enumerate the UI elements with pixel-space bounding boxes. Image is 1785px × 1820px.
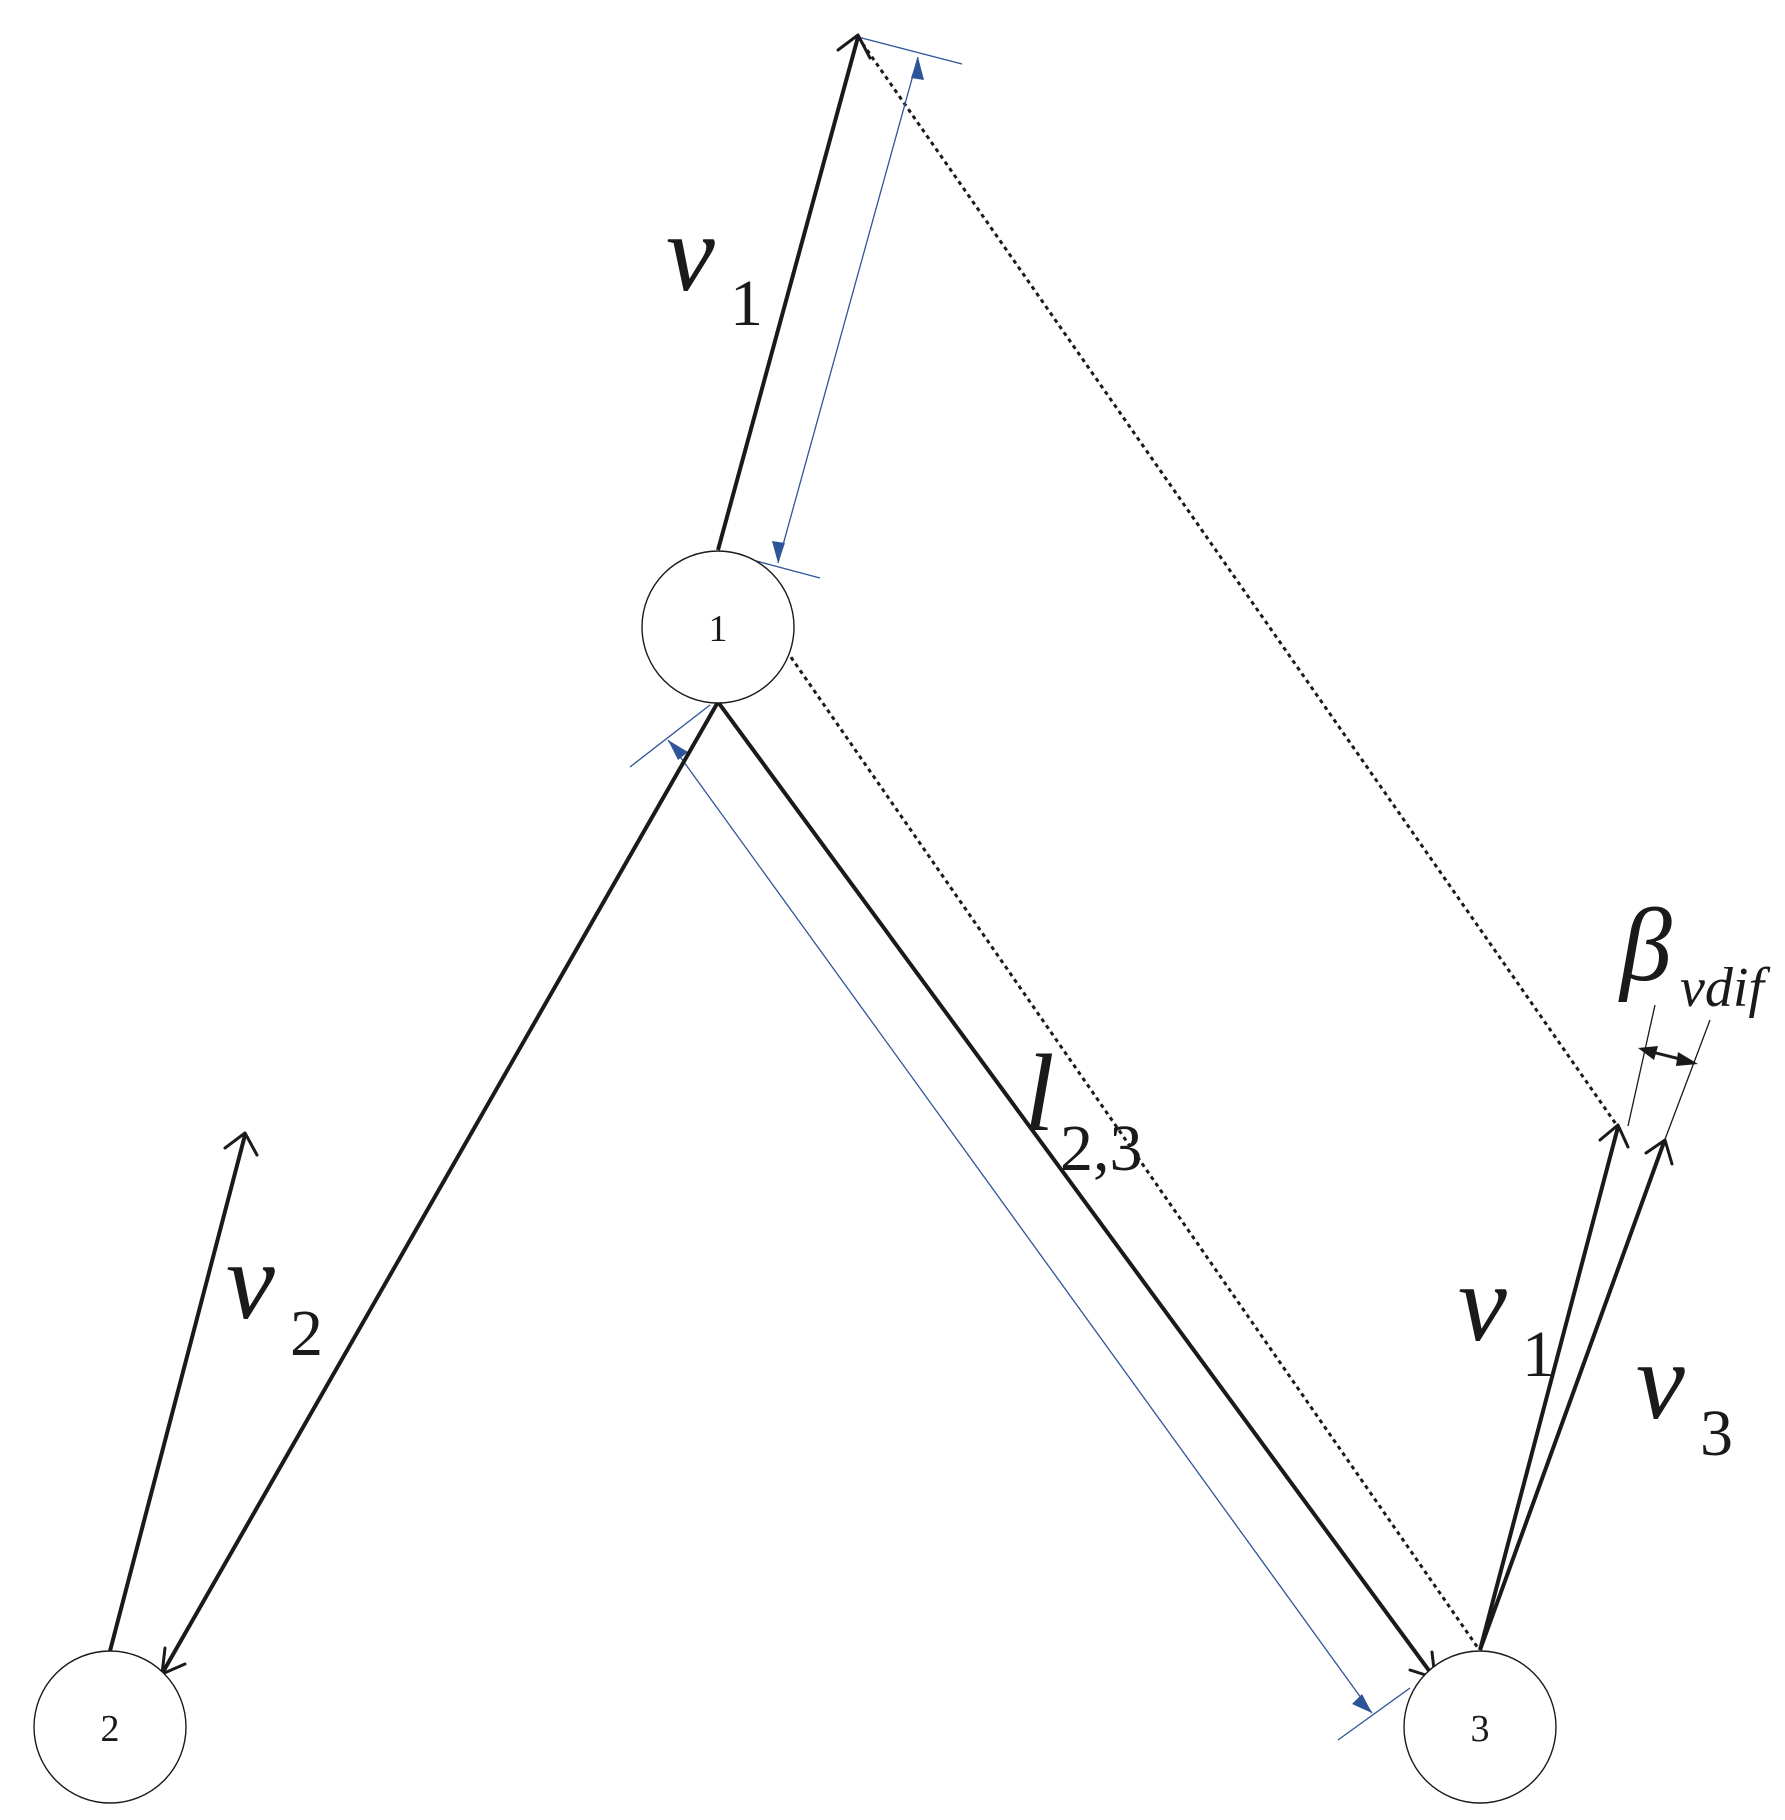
node-3-label: 3 [1471, 1708, 1490, 1750]
svg-text:v: v [226, 1220, 275, 1342]
vector-v1-top [716, 33, 872, 551]
vector-v2 [108, 1131, 259, 1652]
beta-angle-arrow [1638, 1046, 1698, 1066]
node-1-label: 1 [709, 608, 728, 650]
dimension-l23-length [629, 704, 1411, 1741]
vector-v3 [1478, 1138, 1674, 1651]
svg-text:2: 2 [290, 1297, 323, 1370]
beta-boundary-line-right [1663, 1019, 1711, 1143]
beta-boundary-line-left [1627, 1004, 1656, 1127]
svg-text:l: l [1024, 1032, 1055, 1154]
dotted-line-v1-tip-to-right-v1-tip [856, 36, 1620, 1128]
svg-text:2,3: 2,3 [1060, 1112, 1143, 1185]
vector-node1-to-node3 [716, 700, 1437, 1680]
dimension-v1-length [729, 36, 963, 579]
svg-text:vdif: vdif [1680, 957, 1771, 1019]
svg-text:v: v [666, 192, 715, 314]
svg-text:1: 1 [1522, 1318, 1555, 1391]
dotted-line-node1-to-node3 [716, 551, 1480, 1649]
svg-text:3: 3 [1700, 1397, 1733, 1470]
label-beta-vdif: β vdif [1618, 888, 1771, 1019]
label-l23: l 2,3 [1024, 1032, 1143, 1185]
node-2-label: 2 [101, 1708, 120, 1750]
svg-text:β: β [1618, 888, 1672, 1003]
label-v1-right: v 1 [1458, 1242, 1555, 1391]
label-v1-top: v 1 [666, 192, 763, 340]
node-2: 2 [33, 1650, 187, 1804]
node-3: 3 [1403, 1650, 1557, 1804]
node-1: 1 [641, 550, 795, 704]
svg-text:v: v [1458, 1242, 1507, 1364]
svg-text:v: v [1636, 1320, 1685, 1442]
label-v2: v 2 [226, 1220, 323, 1370]
label-v3: v 3 [1636, 1320, 1733, 1470]
svg-text:1: 1 [730, 267, 763, 340]
vector-v1-right [1478, 1123, 1630, 1651]
vector-node1-to-node2 [160, 701, 720, 1676]
